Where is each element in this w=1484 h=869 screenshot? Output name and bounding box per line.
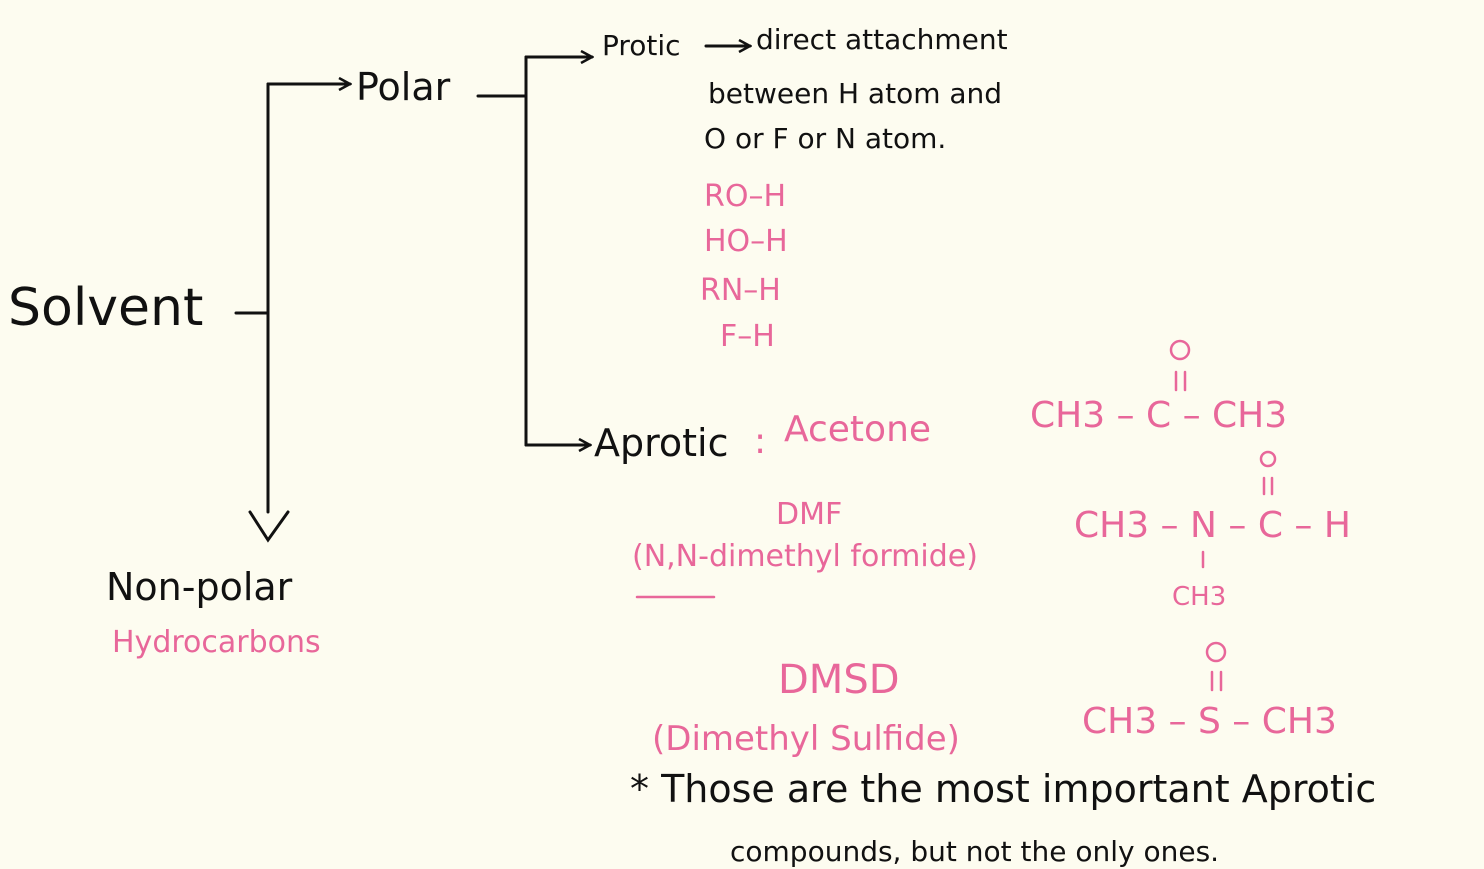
dmsd-full-name: (Dimethyl Sulfide) bbox=[652, 719, 960, 759]
note-line-2: compounds, but not the only ones. bbox=[730, 835, 1220, 868]
aprotic-label: Aprotic bbox=[594, 421, 729, 465]
protic-example-2: HO–H bbox=[704, 224, 788, 259]
protic-definition-line-1: direct attachment bbox=[756, 23, 1008, 56]
protic-example-3: RN–H bbox=[700, 273, 781, 308]
dmsd-formula: CH3 – S – CH3 bbox=[1082, 701, 1337, 742]
dmsd-oxygen-ring bbox=[1205, 641, 1227, 663]
protic-definition-line-2: between H atom and bbox=[708, 77, 1003, 110]
dmsd-abbr: DMSD bbox=[778, 657, 900, 703]
dmf-formula: CH3 – N – C – H bbox=[1074, 505, 1351, 546]
dmf-full-name: (N,N-dimethyl formide) bbox=[632, 539, 978, 574]
note-line-1: * Those are the most important Aprotic bbox=[630, 767, 1377, 811]
nonpolar-example: Hydrocarbons bbox=[112, 625, 321, 660]
bond-marks bbox=[635, 339, 1277, 692]
nonpolar-label: Non-polar bbox=[106, 565, 293, 609]
acetone-oxygen-ring bbox=[1169, 339, 1191, 361]
protic-label: Protic bbox=[602, 29, 681, 62]
dmf-sub-group: CH3 bbox=[1172, 582, 1227, 612]
acetone-name: Acetone bbox=[784, 409, 932, 450]
protic-example-1: RO–H bbox=[704, 179, 787, 214]
root-label: Solvent bbox=[8, 278, 204, 338]
connector-lines bbox=[234, 46, 750, 543]
protic-example-4: F–H bbox=[720, 319, 775, 354]
to-nonpolar-arrowhead bbox=[248, 510, 290, 543]
protic-definition-line-3: O or F or N atom. bbox=[704, 122, 947, 155]
dmf-abbr: DMF bbox=[776, 497, 843, 532]
aprotic-separator: : bbox=[754, 421, 767, 462]
polar-label: Polar bbox=[356, 65, 451, 109]
dmf-oxygen-ring bbox=[1259, 450, 1277, 468]
acetone-formula: CH3 – C – CH3 bbox=[1030, 395, 1288, 436]
